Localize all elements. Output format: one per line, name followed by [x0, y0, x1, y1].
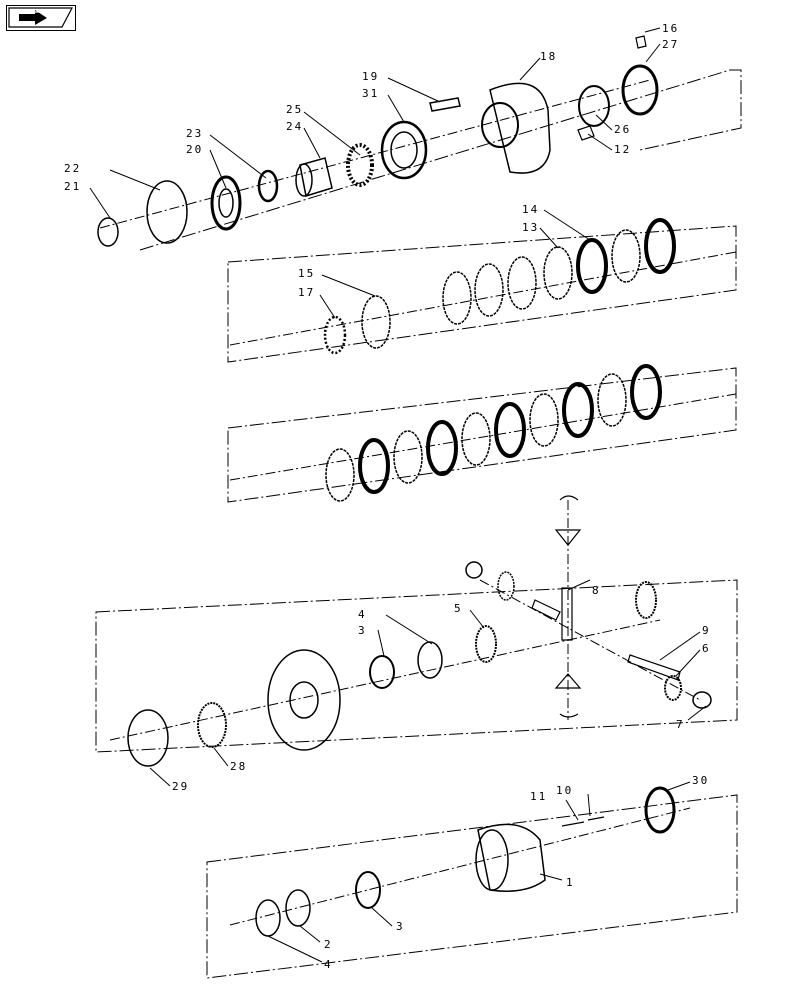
callout-1: 1 [566, 876, 575, 889]
group-frame-clutch-a [227, 225, 737, 363]
callout-6: 6 [702, 642, 711, 655]
callout-15: 15 [298, 267, 315, 280]
callout-22: 22 [64, 162, 81, 175]
callout-24: 24 [286, 120, 303, 133]
group-frame-housing [206, 794, 738, 979]
callout-16: 16 [662, 22, 679, 35]
callout-11: 11 [530, 790, 547, 803]
callout-3: 3 [358, 624, 367, 637]
callout-8: 8 [592, 584, 601, 597]
callout-28: 28 [230, 760, 247, 773]
callout-31: 31 [362, 87, 379, 100]
callout-4b: 4 [324, 958, 333, 971]
callout-13: 13 [522, 221, 539, 234]
callout-12: 12 [614, 143, 631, 156]
callout-14: 14 [522, 203, 539, 216]
callout-25: 25 [286, 103, 303, 116]
group-frame-upper [139, 69, 742, 251]
callout-20: 20 [186, 143, 203, 156]
callout-29: 29 [172, 780, 189, 793]
group-frame-differential [95, 579, 738, 753]
callout-3b: 3 [396, 920, 405, 933]
callout-21: 21 [64, 180, 81, 193]
callout-4: 4 [358, 608, 367, 621]
next-page-button[interactable] [6, 5, 76, 31]
callout-26: 26 [614, 123, 631, 136]
callout-30: 30 [692, 774, 709, 787]
group-frame-clutch-b [227, 367, 737, 503]
next-page-arrow-icon [8, 7, 73, 28]
callout-7: 7 [676, 718, 685, 731]
callout-2: 2 [324, 938, 333, 951]
callout-18: 18 [540, 50, 557, 63]
callout-23: 23 [186, 127, 203, 140]
callout-27: 27 [662, 38, 679, 51]
callout-5: 5 [454, 602, 463, 615]
callout-17: 17 [298, 286, 315, 299]
callout-9: 9 [702, 624, 711, 637]
callout-19: 19 [362, 70, 379, 83]
callout-10: 10 [556, 784, 573, 797]
